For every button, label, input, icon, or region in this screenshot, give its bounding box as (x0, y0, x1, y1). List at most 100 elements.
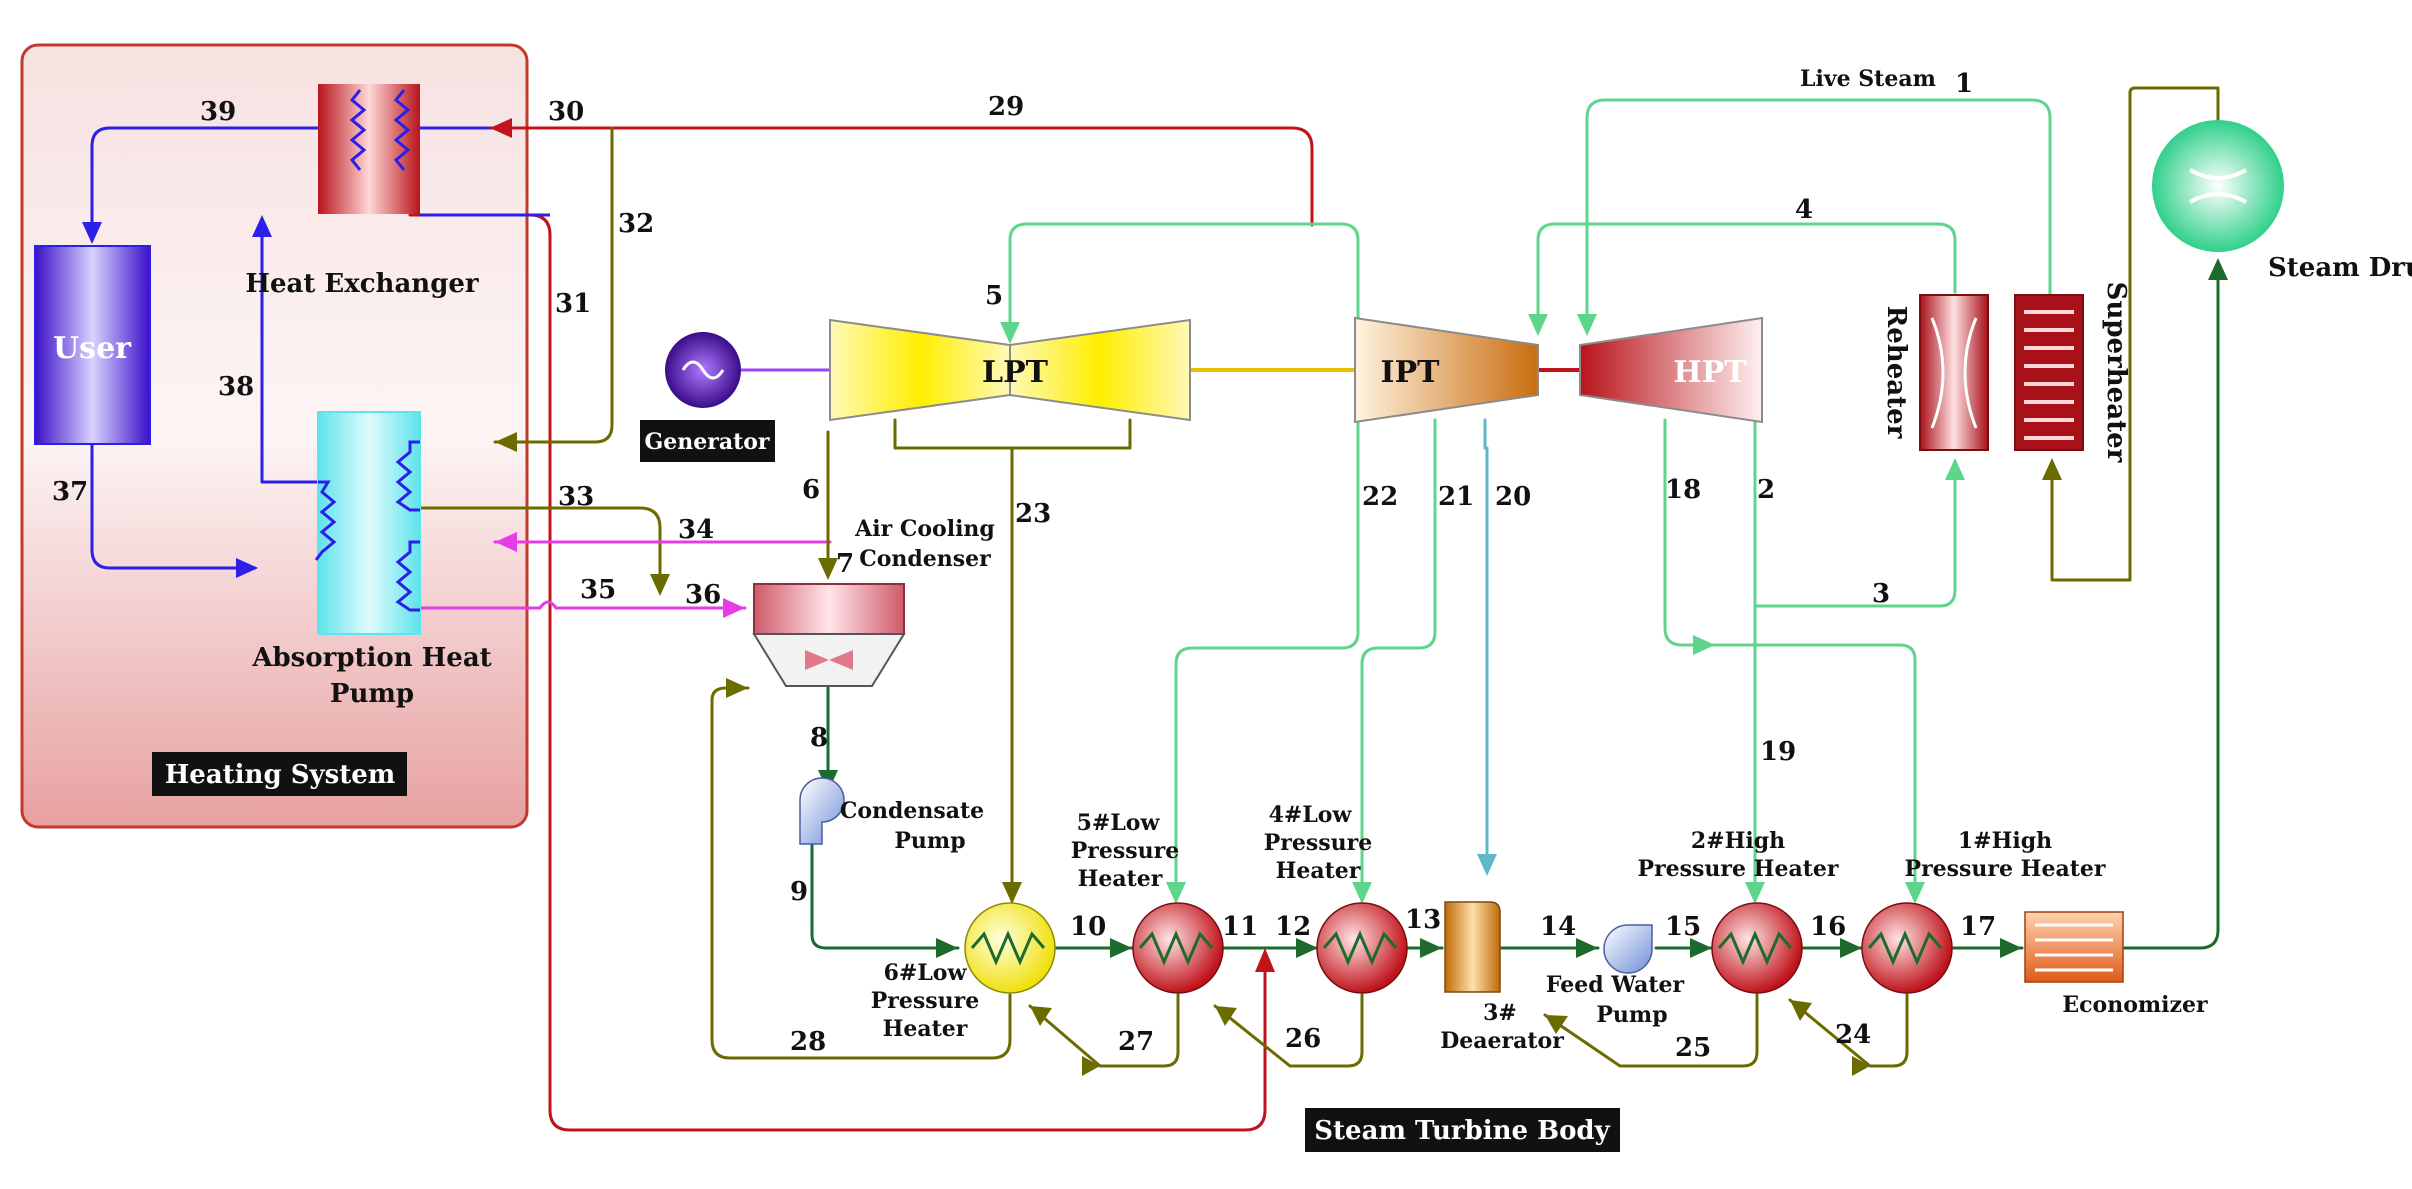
heater-4-label-1: 4#Low (1269, 802, 1353, 828)
heater-5-label-3: Heater (1078, 866, 1163, 892)
stream-31: 31 (555, 289, 591, 319)
feed-water-pump-label-2: Pump (1596, 1002, 1667, 1028)
heater-1-label-2: Pressure Heater (1905, 856, 2106, 882)
component-labels: User Heat Exchanger Absorption Heat Pump… (53, 66, 2412, 1054)
deaerator-label-2: Deaerator (1440, 1028, 1564, 1054)
condensate-pump-label-2: Pump (894, 828, 965, 854)
air-cooling-condenser-label-1: Air Cooling (854, 516, 995, 542)
pipe-38 (260, 218, 320, 484)
pipe-21 (1360, 418, 1437, 902)
absorption-heat-pump-block (314, 411, 421, 635)
stream-1: 1 (1955, 69, 1973, 99)
pipe-lpt-bottom (893, 418, 1132, 450)
pipe-4 (1536, 222, 1957, 334)
pipe-24 (1788, 993, 1909, 1068)
pipe-29 (488, 126, 1314, 227)
stream-21: 21 (1438, 482, 1474, 512)
air-cooling-condenser-label-2: Condenser (859, 546, 991, 572)
economizer-block (2024, 911, 2124, 983)
stream-22: 22 (1362, 482, 1398, 512)
pipe-27 (1028, 993, 1180, 1068)
heater-6-label-1: 6#Low (884, 960, 968, 986)
stream-24: 24 (1835, 1020, 1871, 1050)
flow-arrows (82, 118, 2228, 1076)
pipe-1-live-steam (1585, 98, 2052, 334)
absorption-heat-pump-label-2: Pump (330, 679, 414, 709)
deaerator-block (1444, 901, 1501, 993)
pipe-5 (1008, 222, 1360, 342)
stream-numbers: 1 2 3 4 5 6 7 8 9 10 11 12 13 14 15 16 1… (52, 69, 1996, 1063)
feed-water-pump-icon (1603, 924, 1653, 974)
stream-18: 18 (1665, 475, 1701, 505)
pipe-18 (1663, 418, 1917, 902)
heater-6-label-3: Heater (883, 1016, 968, 1042)
condensate-pump-label-1: Condensate (840, 798, 984, 824)
stream-36: 36 (685, 580, 721, 610)
heat-exchanger-label: Heat Exchanger (245, 269, 479, 299)
heat-exchanger-block (318, 84, 550, 217)
stream-4: 4 (1795, 195, 1813, 225)
pipe-3 (1753, 460, 1957, 608)
ipt-turbine (1354, 316, 1539, 424)
heating-system-banner (152, 752, 407, 796)
lpt-label: LPT (982, 355, 1049, 390)
steam-drum-label: Steam Drum (2268, 253, 2412, 283)
hpt-turbine (1579, 316, 1763, 424)
heater-5-label-1: 5#Low (1077, 810, 1161, 836)
banner-labels: Generator Heating System Steam Turbine B… (152, 420, 1620, 1152)
deaerator-label-1: 3# (1483, 1000, 1517, 1026)
heater-4-label-2: Pressure (1264, 830, 1373, 856)
pipe-25 (1543, 993, 1759, 1068)
heater-4-low (1316, 902, 1408, 994)
stream-27: 27 (1118, 1027, 1154, 1057)
pipe-32 (493, 126, 614, 444)
generator-banner (640, 420, 775, 462)
generator-label: Generator (644, 429, 769, 455)
heater-1-label-1: 1#High (1958, 828, 2052, 854)
heating-system-label: Heating System (165, 760, 396, 790)
reheater-label: Reheater (1881, 306, 1911, 439)
pipe-22 (1174, 418, 1360, 902)
heater-1-high (1861, 902, 1953, 994)
stream-25: 25 (1675, 1033, 1711, 1063)
ipt-label: IPT (1381, 355, 1441, 390)
stream-26: 26 (1285, 1024, 1321, 1054)
steam-turbine-body-label: Steam Turbine Body (1314, 1116, 1610, 1146)
stream-13: 13 (1405, 905, 1441, 935)
stream-7: 7 (836, 549, 854, 579)
user-block (34, 245, 151, 445)
pipe-33 (418, 506, 662, 592)
heater-5-low (1132, 902, 1224, 994)
pipe-28 (710, 686, 1012, 1060)
economizer-label: Economizer (2062, 992, 2208, 1018)
stream-19: 19 (1760, 737, 1796, 767)
live-steam-label: Live Steam (1800, 66, 1936, 92)
stream-20: 20 (1495, 482, 1531, 512)
steam-turbine-body-banner (1305, 1108, 1620, 1152)
generator-icon (665, 332, 741, 408)
superheater-label: Superheater (2101, 282, 2131, 463)
stream-38: 38 (218, 372, 254, 402)
pipe-drum-superheater (2050, 86, 2220, 582)
user-label: User (53, 331, 132, 366)
stream-34: 34 (678, 515, 714, 545)
stream-33: 33 (558, 482, 594, 512)
stream-5: 5 (985, 281, 1003, 311)
stream-6: 6 (802, 475, 820, 505)
heater-2-label-2: Pressure Heater (1638, 856, 1839, 882)
stream-8: 8 (810, 723, 828, 753)
stream-35: 35 (580, 575, 616, 605)
pipe-39 (90, 126, 320, 242)
pipe-35 (418, 600, 747, 610)
heater-4-label-3: Heater (1276, 858, 1361, 884)
superheater-block (2014, 294, 2084, 451)
condensate-pump-icon (799, 777, 845, 845)
heater-2-label-1: 2#High (1691, 828, 1785, 854)
hpt-label: HPT (1673, 355, 1747, 390)
stream-15: 15 (1665, 912, 1701, 942)
stream-37: 37 (52, 477, 88, 507)
stream-9: 9 (790, 877, 808, 907)
stream-3: 3 (1872, 579, 1890, 609)
